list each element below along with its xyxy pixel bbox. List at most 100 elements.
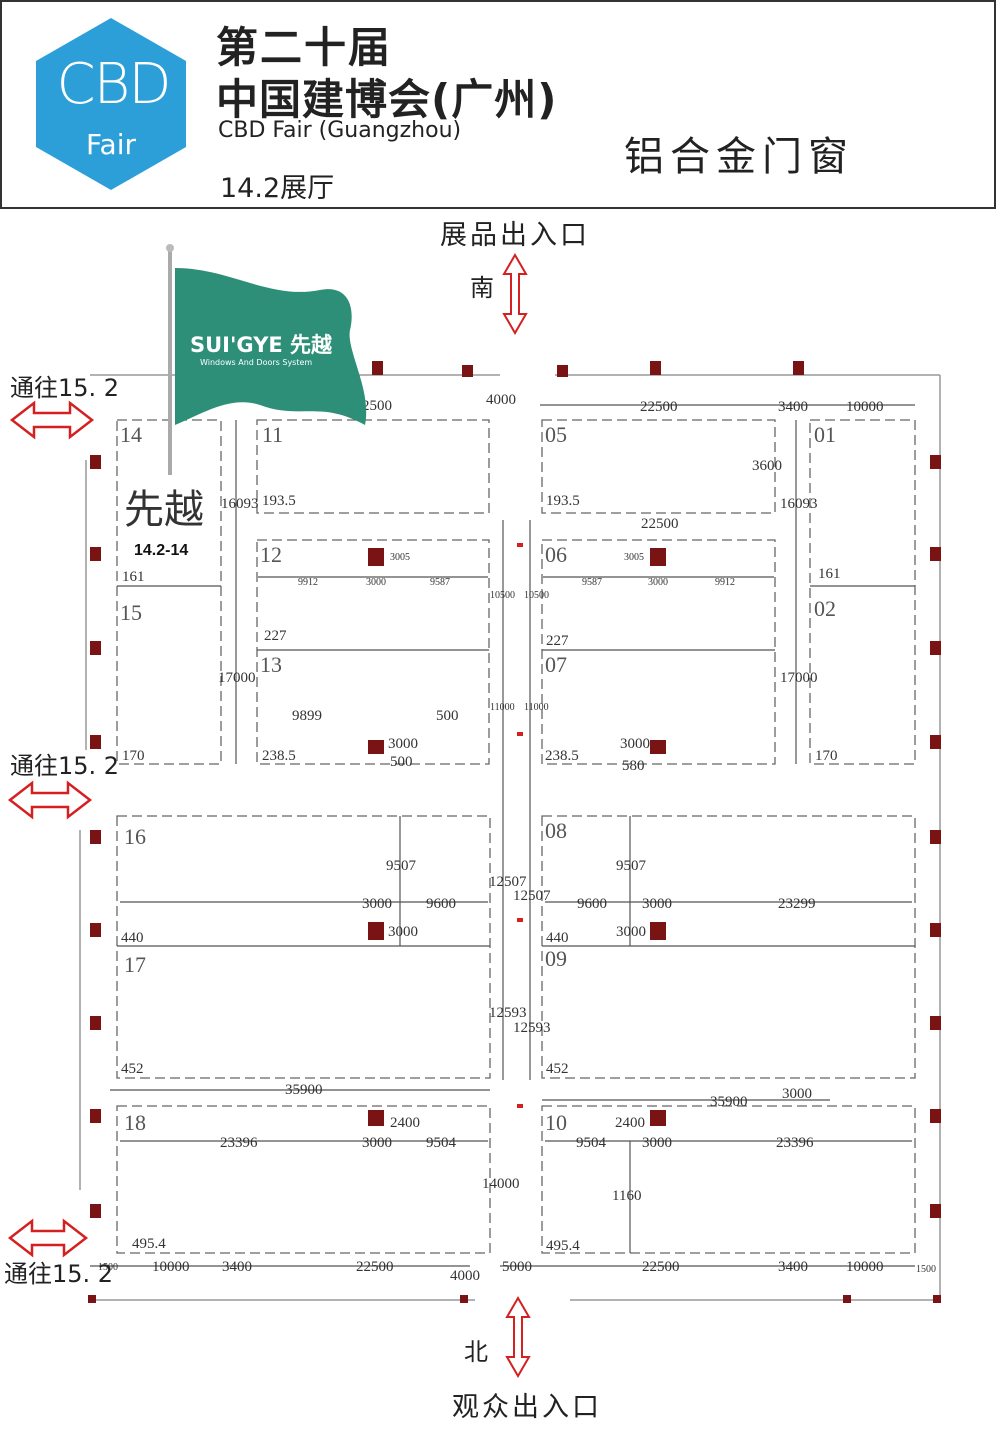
svg-text:22500: 22500 [642,1259,680,1275]
svg-text:23396: 23396 [776,1135,814,1151]
booth-area: 193.5 [262,493,296,509]
svg-text:14000: 14000 [482,1176,520,1192]
double-arrow-icon [7,1218,89,1258]
svg-text:17000: 17000 [218,670,256,686]
exhibitor-booth: 14.2-14 [134,542,188,559]
header-panel [0,0,996,209]
svg-text:4000: 4000 [450,1268,480,1284]
svg-text:35900: 35900 [710,1094,748,1110]
svg-text:3000: 3000 [642,1135,672,1151]
booth-area: 170 [815,748,838,764]
dimension-labels: 2500 4000 22500 3400 10000 16093 17000 3… [98,392,936,1284]
svg-text:9600: 9600 [426,896,456,912]
booth-no: 07 [545,652,567,677]
svg-text:3000: 3000 [616,924,646,940]
booth-no: 10 [545,1110,567,1135]
svg-text:3005: 3005 [624,552,644,563]
svg-text:3400: 3400 [222,1259,252,1275]
booth-outlines [116,419,916,1254]
booth-no: 11 [262,422,283,447]
svg-text:2500: 2500 [362,398,392,414]
hall-number: 14.2展厅 [220,173,335,204]
north-entrance: 北 观众出入口 [452,1296,602,1423]
svg-text:22500: 22500 [640,399,678,415]
svg-text:23396: 23396 [220,1135,258,1151]
svg-text:3000: 3000 [366,577,386,588]
svg-text:3000: 3000 [648,577,668,588]
svg-text:500: 500 [390,754,413,770]
booth-area: 161 [818,566,841,582]
side-exits: 通往15. 2 通往15. 2 通往15. 2 [4,374,119,1288]
svg-text:2400: 2400 [390,1115,420,1131]
svg-text:9899: 9899 [292,708,322,724]
svg-text:9587: 9587 [430,577,450,588]
booth-no: 09 [545,946,567,971]
svg-text:3000: 3000 [782,1086,812,1102]
svg-text:1160: 1160 [612,1188,641,1204]
svg-text:3000: 3000 [388,736,418,752]
svg-text:500: 500 [436,708,459,724]
booth-no: 08 [545,818,567,843]
svg-text:3000: 3000 [362,896,392,912]
svg-text:9504: 9504 [426,1135,457,1151]
booth-no: 05 [545,422,567,447]
exhibitor-flag: SUI'GYE 先越 Windows And Doors System [166,244,367,475]
svg-text:9587: 9587 [582,577,602,588]
svg-text:4000: 4000 [486,392,516,408]
booth-area: 170 [122,748,145,764]
booth-no: 14 [120,422,142,447]
double-arrow-icon [9,400,95,440]
title-english: CBD Fair (Guangzhou) [218,118,462,143]
svg-text:16093: 16093 [780,496,818,512]
svg-text:23299: 23299 [778,896,816,912]
svg-text:9912: 9912 [298,577,318,588]
svg-text:北: 北 [464,1338,488,1366]
booth-area: 227 [264,628,287,644]
svg-text:10500: 10500 [490,590,515,601]
booth-dividers [90,404,915,1267]
svg-text:通往15. 2: 通往15. 2 [10,374,119,402]
booth-area: 495.4 [132,1236,166,1252]
booth-no: 17 [124,952,146,977]
booth-no: 16 [124,824,146,849]
booth-no: 06 [545,542,567,567]
svg-text:22500: 22500 [641,516,679,532]
exhibitor-name: 先越 [124,487,204,533]
svg-text:12507: 12507 [489,874,527,890]
svg-text:展品出入口: 展品出入口 [440,220,590,251]
svg-text:10000: 10000 [846,1259,884,1275]
svg-text:9507: 9507 [386,858,417,874]
svg-text:10000: 10000 [846,399,884,415]
svg-text:580: 580 [622,758,645,774]
svg-text:12593: 12593 [513,1020,551,1036]
cbd-logo-hexagon [36,18,186,190]
svg-text:3400: 3400 [778,1259,808,1275]
svg-text:3000: 3000 [620,736,650,752]
svg-text:10500: 10500 [524,590,549,601]
booth-no: 12 [260,542,282,567]
svg-text:观众出入口: 观众出入口 [452,1392,602,1423]
booth-labels: 14 161 15 170 11 193.5 12 227 13 238.5 0… [120,422,841,1254]
svg-text:11000: 11000 [490,702,515,713]
logo-text-sub: Fair [86,128,136,161]
svg-text:16093: 16093 [221,496,259,512]
svg-text:12507: 12507 [513,888,551,904]
pillars [88,361,941,1303]
title-fair-name: 中国建博会(广州) [216,75,558,124]
svg-text:1500: 1500 [916,1264,936,1275]
booth-no: 02 [814,596,836,621]
svg-text:1500: 1500 [98,1262,118,1273]
svg-text:通往15. 2: 通往15. 2 [10,752,119,780]
south-arrow-icon [502,253,528,335]
booth-area: 238.5 [545,748,579,764]
booth-area: 452 [121,1061,144,1077]
booth-area: 161 [122,569,145,585]
booth-area: 193.5 [546,493,580,509]
svg-text:南: 南 [470,274,494,302]
booth-area: 238.5 [262,748,296,764]
svg-text:9600: 9600 [577,896,607,912]
svg-text:11000: 11000 [524,702,549,713]
svg-text:9912: 9912 [715,577,735,588]
svg-text:12593: 12593 [489,1005,527,1021]
